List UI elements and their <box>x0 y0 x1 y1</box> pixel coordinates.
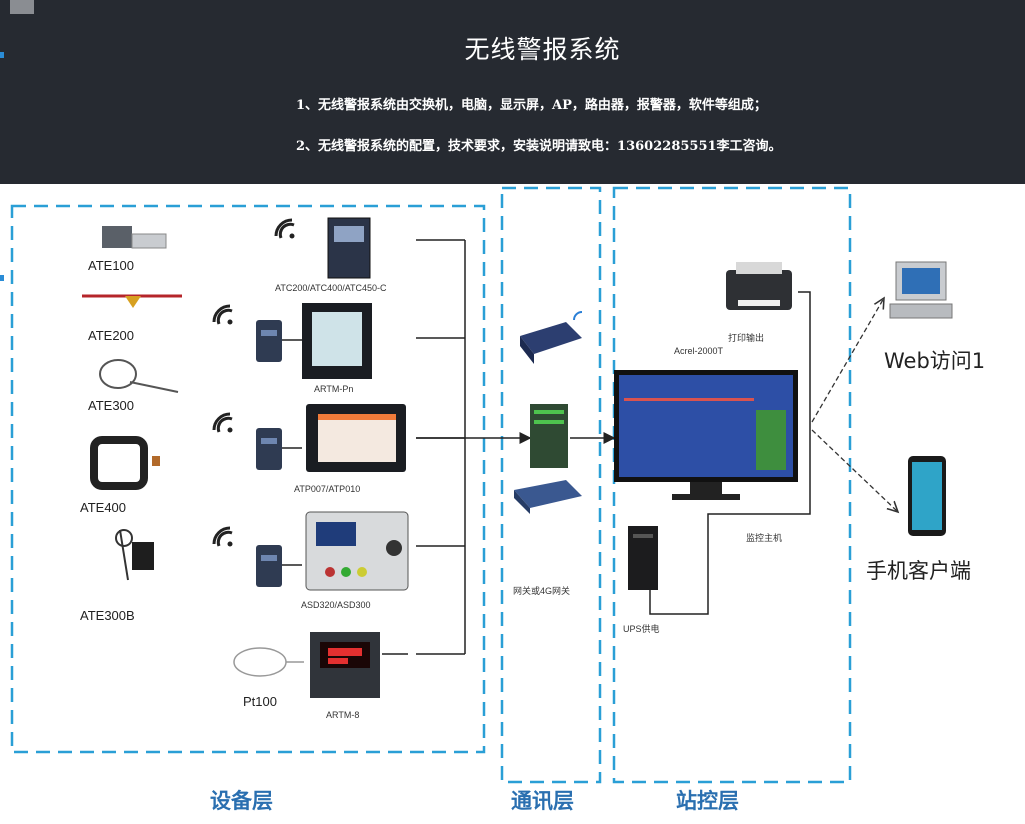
device-artm-8-icon <box>310 632 380 698</box>
wireless-module-icon <box>256 320 302 362</box>
device-asd-icon <box>305 511 409 591</box>
description-line-1: 1、无线警报系统由交换机，电脑，显示屏，AP，路由器，报警器，软件等组成； <box>296 98 767 113</box>
device-layer-frame <box>10 204 486 754</box>
station-layer-frame <box>612 186 852 784</box>
sensor-pt100-icon <box>233 647 304 677</box>
device-artm-pn-icon <box>302 303 372 379</box>
station-wiring <box>649 291 811 615</box>
description-line-2: 2、无线警报系统的配置，技术要求，安装说明请致电：13602285551李工咨询… <box>296 139 782 154</box>
ups-label: UPS供电 <box>623 623 660 634</box>
device-label-asd: ASD320/ASD300 <box>301 600 371 610</box>
sensor-label-ate300b: ATE300B <box>80 608 135 623</box>
sensor-label-ate200: ATE200 <box>88 328 134 343</box>
edge-marker <box>0 52 4 58</box>
host-label: 监控主机 <box>746 532 782 543</box>
device-label-artm-pn: ARTM-Pn <box>314 384 353 394</box>
device-label-artm-8: ARTM-8 <box>326 710 359 720</box>
sensor-label-ate400: ATE400 <box>80 500 126 515</box>
wireless-module-icon <box>256 545 302 587</box>
device-label-atc: ATC200/ATC400/ATC450-C <box>275 283 387 293</box>
station-layer-label: 站控层 <box>676 789 739 813</box>
web-client-label: Web访问1 <box>884 349 985 373</box>
wifi-icon <box>212 412 233 433</box>
sensor-label-ate300: ATE300 <box>88 398 134 413</box>
wifi-icon <box>274 218 295 239</box>
pc-label: Acrel-2000T <box>674 346 724 356</box>
monitoring-screen-icon <box>614 370 798 500</box>
device-atp-icon <box>306 404 406 472</box>
sensor-label-pt100: Pt100 <box>243 694 277 709</box>
sensor-ate200-icon <box>82 294 182 308</box>
wifi-icon <box>212 304 233 325</box>
mobile-phone-icon <box>908 456 946 536</box>
sensor-label-ate100: ATE100 <box>88 258 134 273</box>
sensor-ate300b-icon <box>115 529 154 581</box>
device-layer-label: 设备层 <box>210 789 273 813</box>
mobile-access-link <box>811 429 898 512</box>
corner-thumbnail <box>10 0 34 14</box>
comm-layer-label: 通讯层 <box>511 789 574 813</box>
wireless-module-icon <box>256 428 302 470</box>
network-switch-icon <box>530 404 568 468</box>
comm-layer-frame <box>500 186 602 784</box>
device-label-atp: ATP007/ATP010 <box>294 484 360 494</box>
device-atc-icon <box>327 217 371 279</box>
device-bus <box>382 239 466 655</box>
ups-icon <box>628 526 658 590</box>
wireless-ap-icon <box>520 311 583 364</box>
web-computer-icon <box>889 261 953 319</box>
header-banner: 无线警报系统 1、无线警报系统由交换机，电脑，显示屏，AP，路由器，报警器，软件… <box>0 0 1025 184</box>
sensor-ate400-icon <box>90 436 160 490</box>
mobile-client-label: 手机客户端 <box>866 559 971 583</box>
wifi-icon <box>212 526 233 547</box>
sensor-ate100-icon <box>102 226 167 249</box>
page-title: 无线警报系统 <box>464 35 621 64</box>
printer-label: 打印输出 <box>728 332 764 343</box>
web-access-link <box>811 298 884 423</box>
sensor-ate300-icon <box>99 359 179 393</box>
printer-icon <box>726 262 792 310</box>
gateway-icon <box>514 480 582 514</box>
edge-marker <box>0 275 4 281</box>
gateway-label: 网关或4G网关 <box>513 585 570 596</box>
